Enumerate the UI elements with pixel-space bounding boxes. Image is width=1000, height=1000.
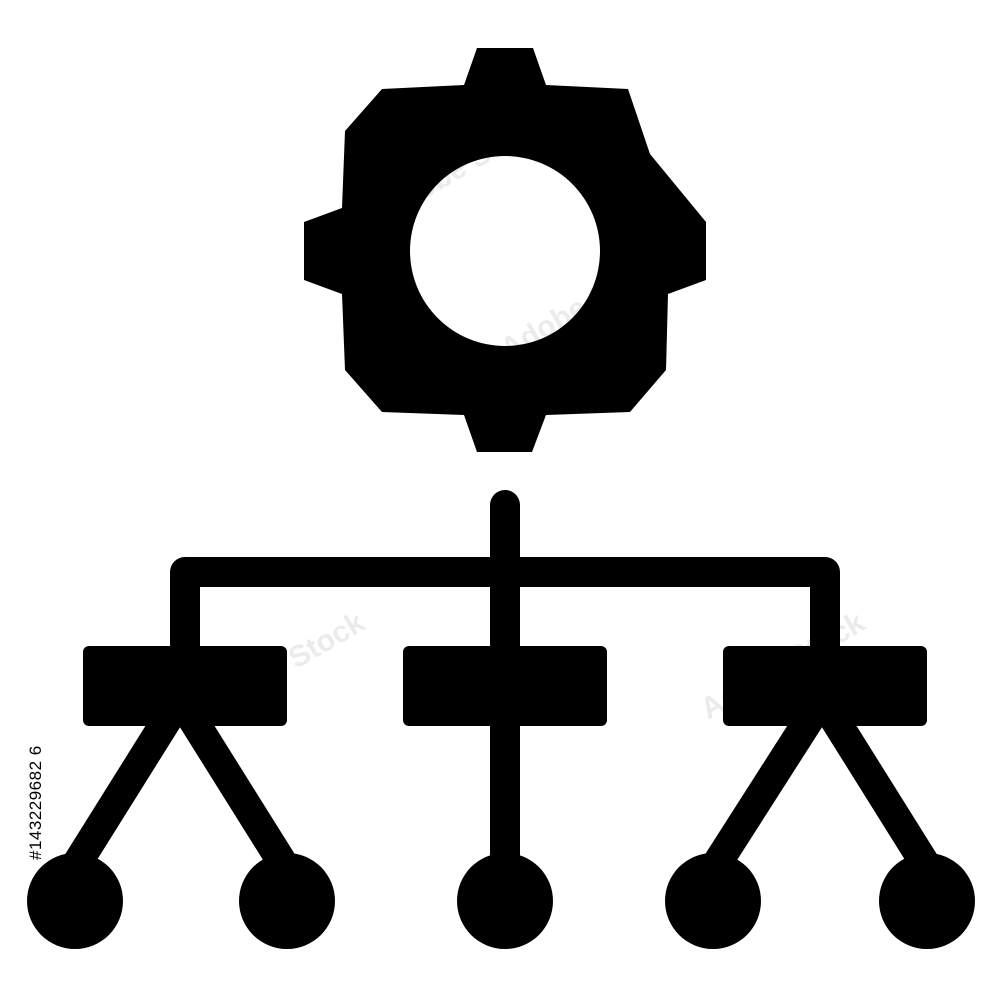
node-circle [239,853,335,949]
gear-icon [304,48,706,452]
left-leg-a [63,700,185,877]
stock-id-text: #143229682 6 [26,745,45,860]
branch-box-right [723,646,927,726]
right-leg-a [703,700,827,877]
node-circle [879,853,975,949]
branch-box-center [403,646,607,726]
branch-boxes [83,646,927,726]
branch-bar [170,557,840,680]
hierarchy-icon [63,490,939,885]
node-circle [457,853,553,949]
end-nodes [27,853,975,949]
node-circle [665,853,761,949]
right-leg-b [817,700,939,877]
left-leg-b [175,700,297,877]
node-circle [27,853,123,949]
gear-body [304,48,706,452]
branch-box-left [83,646,287,726]
